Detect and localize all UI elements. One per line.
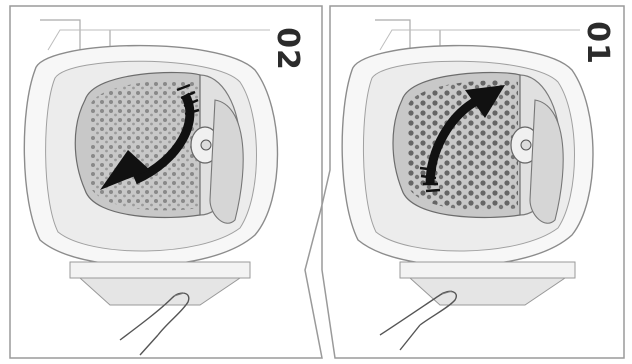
step-number-02: 02 [272,24,302,74]
step-panel-01 [322,6,624,358]
filter-icon [75,73,243,224]
step-number-01: 01 [582,18,612,68]
